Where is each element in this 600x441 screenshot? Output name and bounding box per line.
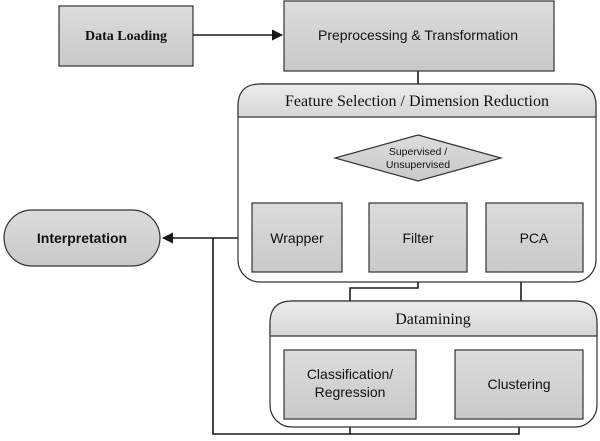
node-wrapper: Wrapper <box>251 202 343 273</box>
clustering-label: Clustering <box>487 376 550 392</box>
decision-label-line2: Unsupervised <box>386 159 450 171</box>
interpretation-label: Interpretation <box>37 230 127 246</box>
datamining-title: Datamining <box>395 311 471 328</box>
node-filter: Filter <box>368 202 468 273</box>
classification-label-line1: Classification/ <box>307 366 393 382</box>
pca-label: PCA <box>520 230 549 246</box>
data-loading-label: Data Loading <box>85 29 167 44</box>
node-data-loading: Data Loading <box>58 5 194 67</box>
feature-selection-title: Feature Selection / Dimension Reduction <box>285 93 549 110</box>
node-classification-regression: Classification/ Regression <box>283 349 417 420</box>
decision-label-line1: Supervised / <box>389 146 447 158</box>
classification-label-line2: Regression <box>315 384 386 400</box>
preprocessing-label: Preprocessing & Transformation <box>318 27 518 43</box>
node-interpretation: Interpretation <box>3 209 161 267</box>
filter-label: Filter <box>402 230 433 246</box>
node-decision-supervised: Supervised / Unsupervised <box>332 134 504 182</box>
node-clustering: Clustering <box>454 349 584 420</box>
node-preprocessing: Preprocessing & Transformation <box>283 0 555 72</box>
wrapper-label: Wrapper <box>270 230 324 246</box>
node-pca: PCA <box>485 202 584 273</box>
